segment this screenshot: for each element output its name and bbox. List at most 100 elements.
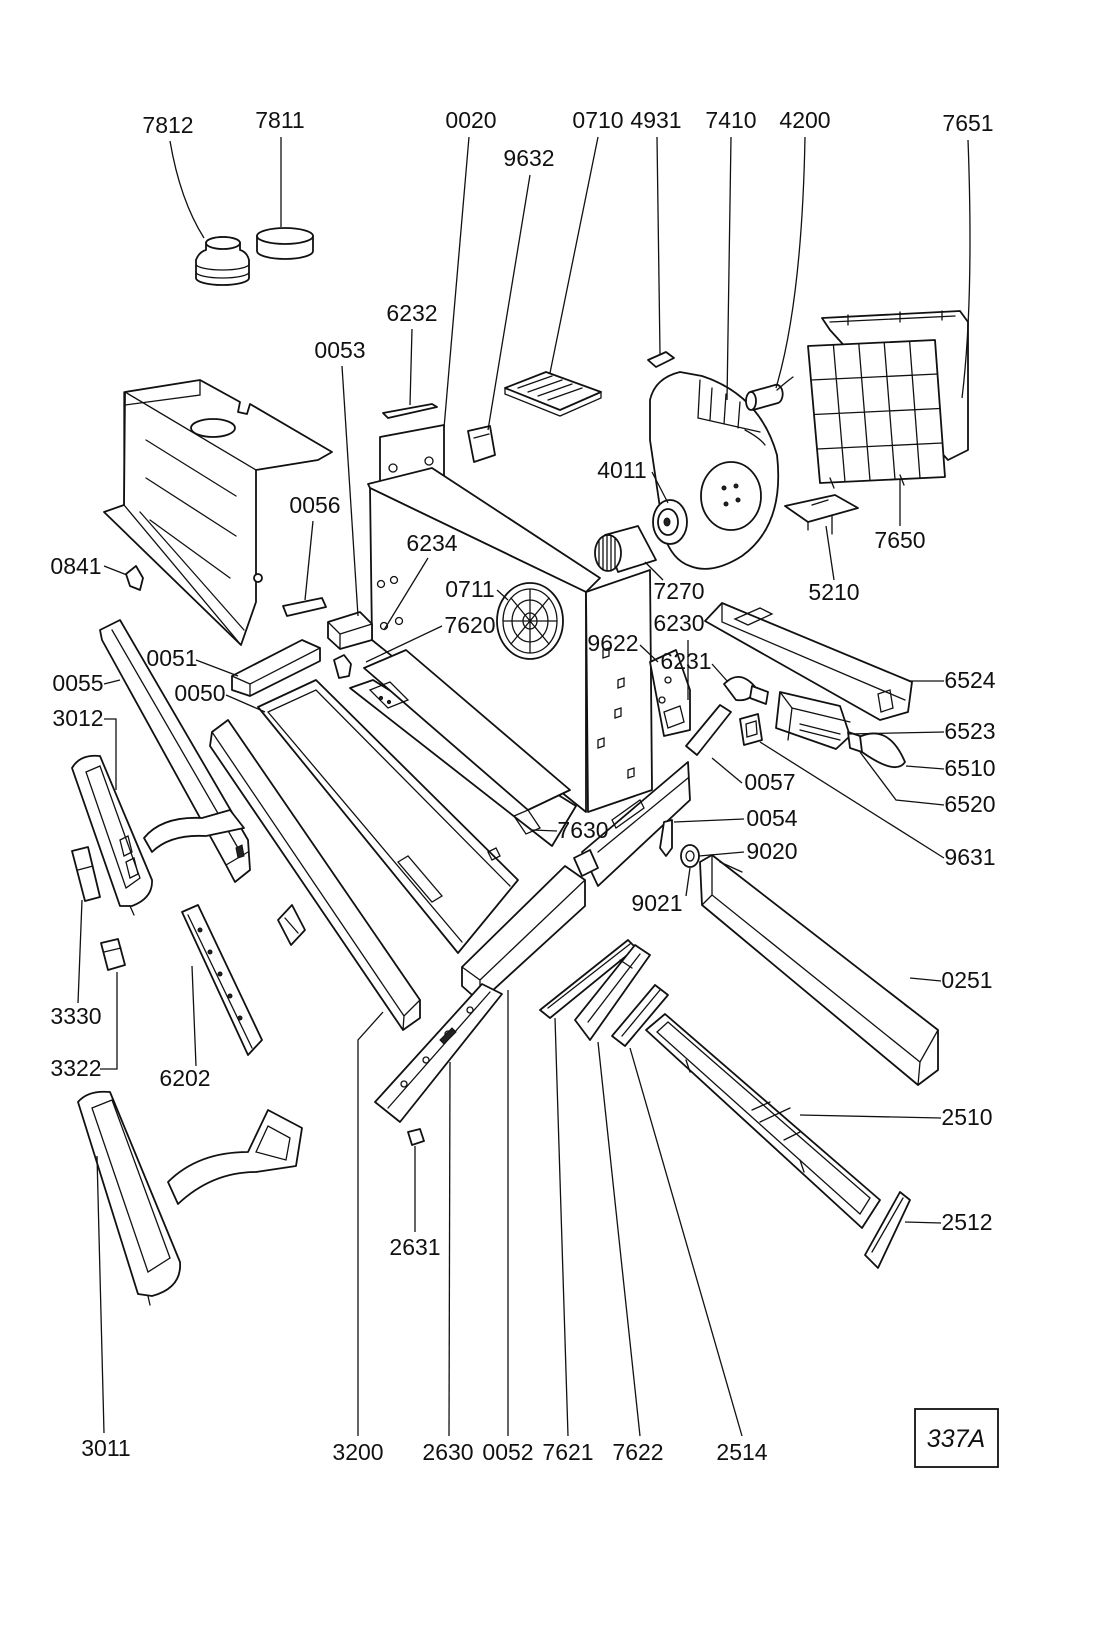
part-2510-glass-panel <box>645 1013 881 1229</box>
callout-4011: 4011 <box>597 457 646 483</box>
panel-face <box>369 487 587 813</box>
part-6202-bracket <box>181 904 263 1056</box>
part-7811-duct-collar <box>256 227 314 260</box>
leader-3322 <box>100 972 118 1070</box>
callout-7270: 7270 <box>653 578 704 604</box>
leader-4931 <box>656 136 661 355</box>
callout-2631: 2631 <box>389 1234 440 1260</box>
part-7812-stepped-duct-collar <box>195 236 250 286</box>
leader-6510 <box>905 765 945 770</box>
callout-7630: 7630 <box>557 817 608 843</box>
part-7270-gear <box>594 525 657 573</box>
part-9631-clip <box>739 713 763 746</box>
callout-7410: 7410 <box>705 107 756 133</box>
part-3200-bar <box>209 719 421 1031</box>
panel-side <box>585 569 653 813</box>
figure-id: 337A <box>927 1425 985 1453</box>
part-7620-panel <box>363 649 571 811</box>
leader-6520 <box>859 751 945 806</box>
leader-6232 <box>409 328 413 406</box>
leader-lines <box>77 136 971 1437</box>
callout-4200: 4200 <box>779 107 830 133</box>
leader-3011 <box>96 1155 105 1434</box>
part-9632-block <box>467 425 496 463</box>
callout-7621: 7621 <box>542 1439 593 1465</box>
hood-casing <box>103 379 333 646</box>
callout-6234: 6234 <box>406 530 457 556</box>
part-5210-plate <box>784 494 859 535</box>
leader-9021 <box>685 867 691 897</box>
part-0057-bar <box>685 704 732 756</box>
callout-0251: 0251 <box>941 967 992 993</box>
leader-2630 <box>448 1061 451 1437</box>
callout-3011: 3011 <box>81 1435 130 1461</box>
leader-0050 <box>225 694 266 713</box>
leader-7812 <box>169 140 205 239</box>
callout-0057: 0057 <box>744 769 795 795</box>
leader-3200 <box>357 1011 384 1436</box>
callout-9020: 9020 <box>746 838 797 864</box>
part-9020-nut <box>680 844 700 868</box>
leader-4200 <box>775 136 806 389</box>
part-6234-bracket <box>333 654 352 679</box>
callout-7651: 7651 <box>942 110 993 136</box>
callout-2512: 2512 <box>941 1209 992 1235</box>
filter-grid <box>810 340 944 483</box>
part-3012-handle <box>71 754 245 916</box>
callout-0055: 0055 <box>52 670 103 696</box>
part-0711-fan-grille <box>496 582 564 660</box>
callout-7622: 7622 <box>612 1439 663 1465</box>
callout-2514: 2514 <box>716 1439 767 1465</box>
leader-2512 <box>904 1221 942 1224</box>
leader-7630 <box>531 829 558 832</box>
callout-3330: 3330 <box>50 1003 101 1029</box>
callout-6524: 6524 <box>944 667 995 693</box>
small-clip <box>277 904 306 946</box>
part-7622-handle-strip <box>574 944 651 1041</box>
callout-0054: 0054 <box>746 805 797 831</box>
callout-0711: 0711 <box>445 576 494 602</box>
callout-0710: 0710 <box>572 107 623 133</box>
leader-9020 <box>698 851 745 857</box>
leader-0053 <box>341 365 359 617</box>
callout-0841: 0841 <box>50 553 101 579</box>
leader-6202 <box>191 965 197 1067</box>
part-0054-screw <box>659 819 673 857</box>
leader-0251 <box>909 977 942 982</box>
leader-6234 <box>383 557 429 631</box>
part-0051-channel <box>231 639 321 697</box>
callout-7812: 7812 <box>142 112 193 138</box>
leader-2510 <box>799 1114 942 1119</box>
part-3011-large-handle <box>77 1090 303 1306</box>
leader-6523 <box>847 731 945 735</box>
callout-0052: 0052 <box>482 1439 533 1465</box>
callout-9021: 9021 <box>631 890 682 916</box>
leader-0020 <box>443 136 470 429</box>
callout-4931: 4931 <box>630 107 681 133</box>
part-0053-channel <box>327 611 373 650</box>
callout-6202: 6202 <box>159 1065 210 1091</box>
leader-0056 <box>304 520 314 601</box>
part-6232-wedge <box>382 403 438 419</box>
callout-0053: 0053 <box>314 337 365 363</box>
callout-6523: 6523 <box>944 718 995 744</box>
part-0841-clip <box>125 565 144 591</box>
callout-6231: 6231 <box>660 648 711 674</box>
part-4200-capacitor <box>745 376 794 411</box>
callout-0051: 0051 <box>146 645 197 671</box>
part-9622-side-bracket <box>649 649 691 737</box>
callout-3200: 3200 <box>332 1439 383 1465</box>
leader-0055 <box>103 679 121 685</box>
callout-3322: 3322 <box>50 1055 101 1081</box>
leader-7620 <box>365 625 443 663</box>
callout-2630: 2630 <box>422 1439 473 1465</box>
leader-0051 <box>195 659 239 677</box>
leader-6231 <box>711 663 729 683</box>
callout-0050: 0050 <box>174 680 225 706</box>
blower-inlet <box>700 461 762 531</box>
part-4931-clip <box>647 351 675 368</box>
leader-9631 <box>759 741 945 859</box>
part-2631-nut <box>407 1128 425 1146</box>
leader-5210 <box>825 525 835 581</box>
